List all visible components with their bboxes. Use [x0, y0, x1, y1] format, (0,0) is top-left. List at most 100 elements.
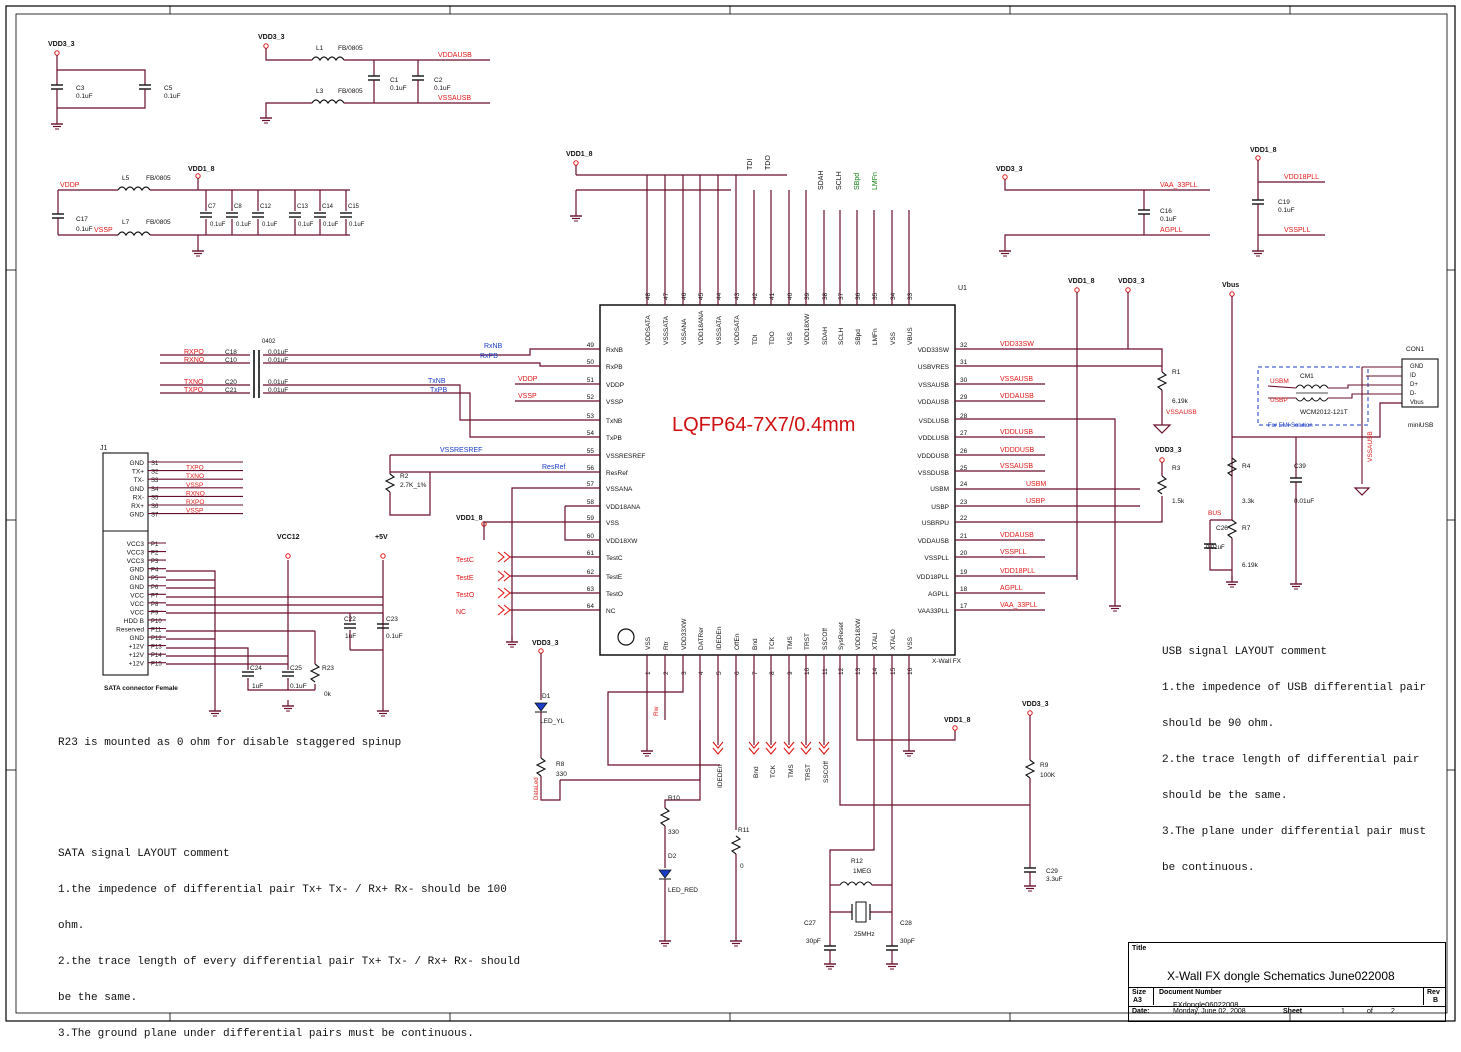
chip-pin-name: VDD18PLL — [916, 574, 949, 581]
chip-pin-name: VDDLUSB — [918, 435, 949, 442]
sata-pin-net: VSSP — [186, 482, 203, 489]
net-rxnb: RxNB — [484, 343, 503, 350]
sata-pin-name: VCC — [130, 601, 144, 608]
c5-value: 0.1uF — [164, 93, 181, 100]
net-usbp-r: USBP — [1026, 498, 1045, 505]
r2-ref: R2 — [400, 473, 409, 480]
dataled-label: DataLed — [534, 777, 540, 800]
bus-net: BUS — [1208, 510, 1222, 517]
c29-value: 3.3uF — [1046, 876, 1063, 883]
net-txpb: TxPB — [430, 387, 447, 394]
chip-pin-number: 62 — [587, 569, 595, 576]
chip-package-label: LQFP64-7X7/0.4mm — [672, 414, 855, 436]
title-label: Title — [1132, 945, 1147, 952]
c27-ref: C27 — [804, 920, 816, 927]
chip-pin-name: ResRef — [606, 470, 628, 477]
l3-value: FB/0805 — [338, 88, 363, 95]
sata-pin-name: VCC3 — [127, 558, 145, 565]
chip-pin-name: VSSSATA — [716, 315, 723, 345]
chip-pin-name: USBP — [931, 504, 949, 511]
vdd33-label-b: VDD3_3 — [258, 34, 285, 41]
sheets-value: 2 — [1391, 1008, 1395, 1015]
chip-pin-name: TestO — [606, 591, 623, 598]
c14-value: 0.1uF — [323, 222, 339, 228]
chip-pin-name: VSSPLL — [924, 555, 949, 562]
chip-pin-number: 7 — [752, 671, 759, 675]
chip-pin-name: Bnd — [752, 638, 759, 650]
chip-pin-name: VDDP — [606, 382, 624, 389]
r7-ref: R7 — [1242, 525, 1251, 532]
chip-pin-name: VSDLUSB — [919, 418, 949, 425]
sata-pin-number: P8 — [151, 602, 159, 608]
c29-ref: C29 — [1046, 868, 1058, 875]
c5-ref: C5 — [164, 85, 173, 92]
net-vdd18pll: VDD18PLL — [1284, 174, 1319, 181]
note-usb-line: be continuous. — [1162, 862, 1255, 874]
sata-pin-name: GND — [130, 460, 145, 467]
chip-pin-name: VSS — [787, 331, 794, 345]
chip-pin-name: SBpd — [855, 329, 862, 345]
l7-ref: L7 — [122, 219, 130, 226]
chip-right-connections: VDD1_8 VDD3_3 VDD33SW R1 6.19k VSSAUSB V… — [955, 278, 1197, 612]
chip-pin-number: 39 — [804, 292, 811, 300]
chip-pin-number: 14 — [872, 667, 879, 675]
chip-pin-number: 47 — [663, 292, 670, 300]
c27-value: 30pF — [806, 938, 821, 945]
chip-pin-name: VSSANA — [681, 318, 688, 345]
vdd18-label-f: VDD1_8 — [944, 717, 971, 724]
chip-pin-number: 27 — [960, 430, 968, 437]
chip-pin-name: VDDSATA — [645, 315, 652, 345]
chip-pin-number: 33 — [907, 292, 914, 300]
sscoff-label: SSCOff — [823, 761, 830, 783]
note-sata-line: 2.the trace length of every differential… — [58, 956, 521, 968]
tms-label: TMS — [788, 764, 795, 778]
sata-pin-name: HDD B — [124, 618, 144, 625]
sata-pin-name: RX+ — [131, 503, 144, 510]
net-vdd18pll-r: VDD18PLL — [1000, 568, 1035, 575]
date-value: Monday, June 02, 2008 — [1173, 1008, 1246, 1015]
chip-pin-number: 2 — [663, 671, 670, 675]
vdd18-label-a: VDD1_8 — [188, 166, 215, 173]
tdo-top-label: TDO — [765, 155, 772, 170]
chip-pin-name: VDD18XW — [606, 538, 638, 545]
chip-pin-number: 36 — [855, 292, 862, 300]
chip-bottom-connections: Rw IDEDEn Bnd TCK TMS TRST SSCOff VDD3_3… — [532, 640, 1063, 970]
sata-pin-number: P4 — [151, 568, 159, 574]
r1-ref: R1 — [1172, 369, 1181, 376]
sata-pin-number: P15 — [151, 662, 162, 668]
chip-pin-name: VSS — [606, 520, 620, 527]
c14-ref: C14 — [322, 204, 334, 210]
note-r23: R23 is mounted as 0 ohm for disable stag… — [58, 737, 402, 749]
c26-value: 0.01uF — [1206, 545, 1225, 551]
sata-pin-number: S5 — [151, 495, 159, 501]
chip-pin-name: IDEDEn — [716, 626, 723, 650]
chip-pin-name: XTALO — [890, 629, 897, 650]
r12-ref: R12 — [851, 858, 863, 865]
size-value: A3 — [1133, 997, 1142, 1004]
sata-pin-number: P9 — [151, 610, 159, 616]
net-agpll-r: AGPLL — [1000, 585, 1023, 592]
chip-pin-name: TxPB — [606, 435, 622, 442]
chip-pin-number: 56 — [587, 465, 595, 472]
chip-pin-name: VSSP — [606, 399, 623, 406]
teste-label: TestE — [456, 575, 474, 582]
chip-pin-number: 57 — [587, 481, 595, 488]
plus5v-label: +5V — [375, 534, 388, 541]
c10-value: 0.01uF — [268, 357, 288, 364]
chip-pin-number: 44 — [716, 292, 723, 300]
c7-ref: C7 — [208, 204, 216, 210]
bnd-label: Bnd — [753, 766, 760, 778]
c25-value: 0.1uF — [290, 683, 307, 690]
chip-pin-number: 9 — [787, 671, 794, 675]
title-block: Title X-Wall FX dongle Schematics June02… — [1128, 942, 1446, 1022]
con1-body — [1401, 358, 1439, 408]
net-rxn0: RXNO — [184, 357, 205, 364]
chip-pin-name: TDI — [752, 334, 759, 345]
c17-value: 0.1uF — [76, 226, 93, 233]
trst-label: TRST — [805, 764, 812, 781]
note-usb-line: 2.the trace length of differential pair — [1162, 754, 1420, 766]
sata-pin-name: RX- — [133, 494, 144, 501]
rev-value: B — [1433, 997, 1439, 1004]
sata-ac-coupling: 0402 RXPO RXNO TXNO TXPO C18 C10 C20 C21… — [160, 339, 600, 438]
schematic-sheet: VDD3_3 C3 0.1uF C5 0.1uF VDD3_3 L1 FB/08… — [5, 5, 1456, 1022]
